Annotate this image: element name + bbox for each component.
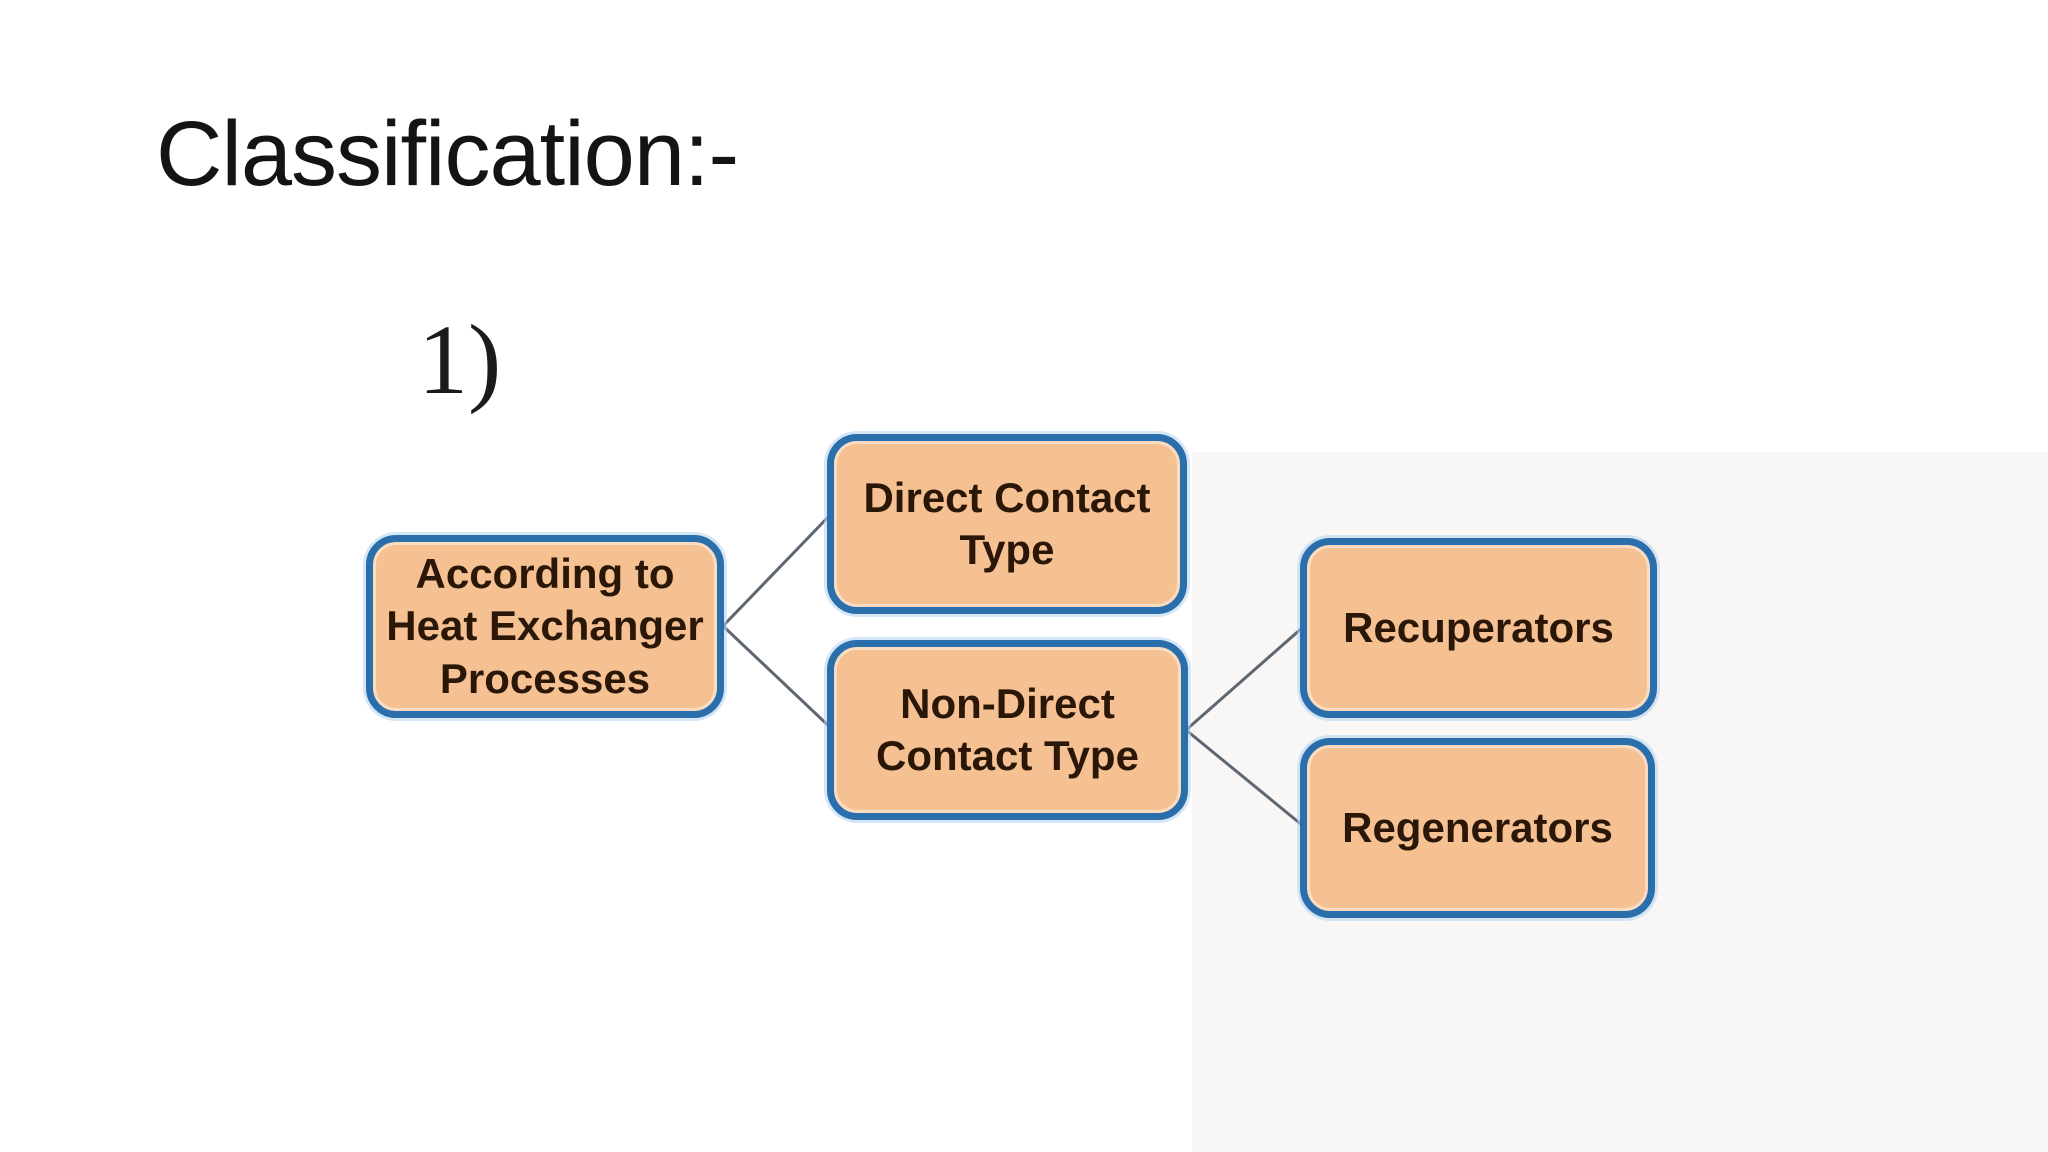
connector-root-direct (721, 510, 835, 628)
list-item-marker: 1) (418, 304, 502, 415)
slide-title: Classification:- (156, 103, 739, 205)
node-label: According to Heat Exchanger Processes (386, 549, 704, 702)
node-direct-contact-type: Direct Contact Type (827, 434, 1187, 614)
node-label: Direct Contact Type (863, 473, 1151, 574)
node-label: Regenerators (1342, 803, 1613, 851)
connector-nondirect-recuperators (1185, 626, 1303, 732)
node-regenerators: Regenerators (1300, 738, 1655, 918)
node-label: Recuperators (1343, 603, 1614, 651)
node-recuperators: Recuperators (1300, 538, 1657, 718)
node-according-to-heat-exchanger-processes: According to Heat Exchanger Processes (366, 535, 724, 718)
connector-nondirect-regenerators (1185, 728, 1303, 827)
connector-root-nondirect (721, 624, 835, 732)
node-label: Non-Direct Contact Type (876, 679, 1139, 780)
node-non-direct-contact-type: Non-Direct Contact Type (827, 640, 1188, 820)
